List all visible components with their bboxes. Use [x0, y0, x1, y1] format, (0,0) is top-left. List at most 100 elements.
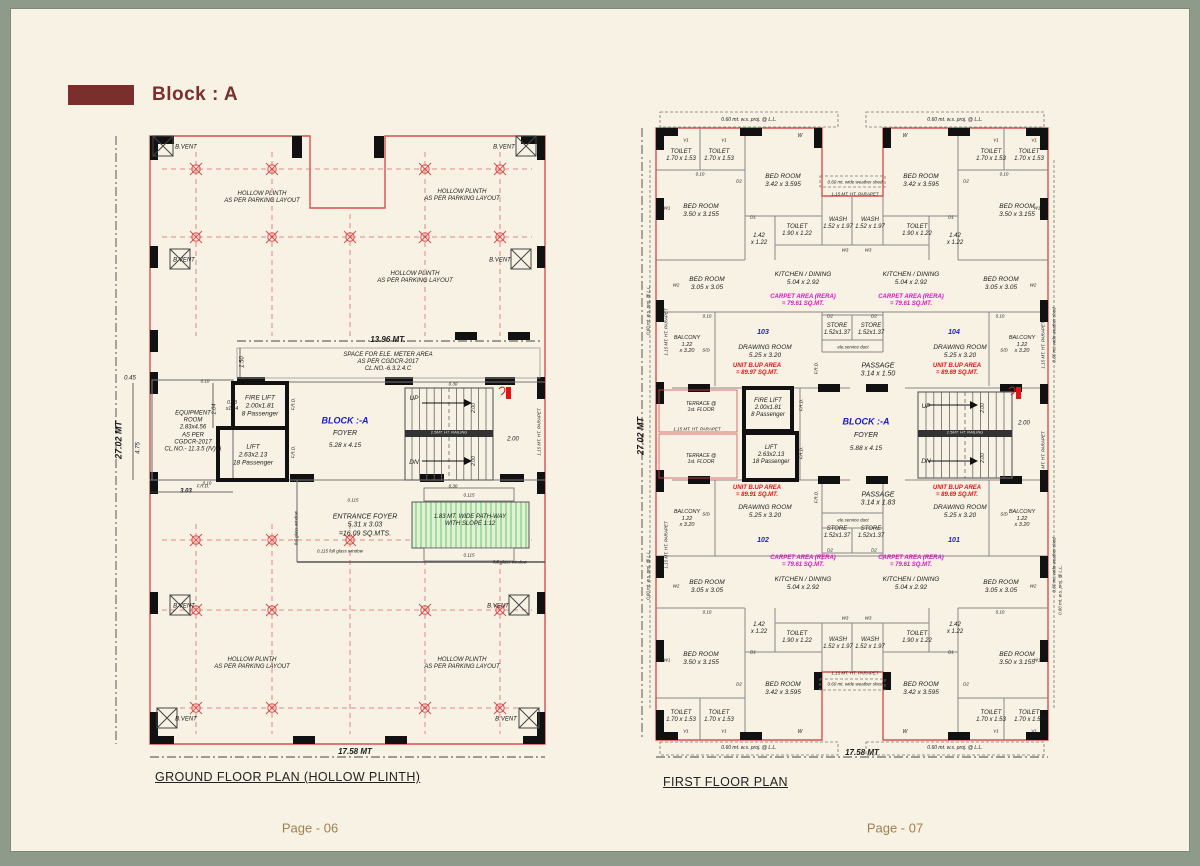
room-label-store: STORE 1.52x1.37	[823, 525, 851, 539]
window-tag: W1	[663, 657, 671, 663]
parapet-label: 1.15 MT. HT. PARAPET	[673, 426, 721, 432]
room-label-lobby: 1.42 x 1.22	[750, 232, 768, 246]
window-tag: V1	[993, 728, 999, 734]
slider-tag: S/D	[702, 511, 710, 517]
hollow-plinth-label: HOLLOW PLINTH AS PER PARKING LAYOUT	[224, 190, 300, 204]
frd-tag: F.R.D.	[798, 446, 804, 460]
room-label-bedroom: BED ROOM 3.05 x 3.05	[689, 579, 725, 594]
window-tag: W2	[672, 583, 680, 589]
dim-label: 0.115	[463, 552, 475, 558]
door-tag: D2	[827, 547, 833, 553]
room-label-drawing: DRAWING ROOM 5.25 x 3.20	[738, 504, 792, 519]
room-label-lobby: 1.42 x 1.22	[750, 621, 768, 635]
carpet-area-label: CARPET AREA (RERA) = 79.61 SQ.MT.	[878, 554, 944, 568]
dim-label: 2.00	[980, 403, 986, 413]
foyer-dim-label: 5.88 x 4.15	[849, 445, 883, 453]
hollow-plinth-label: HOLLOW PLINTH AS PER PARKING LAYOUT	[377, 270, 453, 284]
up-label: UP	[921, 403, 931, 411]
dim-label: 0.45	[124, 375, 136, 382]
room-label-toilet: TOILET 1.70 x 1.53	[976, 148, 1006, 162]
window-tag: W2	[672, 282, 680, 288]
dn-label: DN	[921, 458, 931, 466]
block-name-label: BLOCK :-A	[321, 415, 369, 426]
block-name-label: BLOCK :-A	[842, 416, 890, 427]
dim-label: 17.58 MT	[338, 747, 372, 757]
bvent-label: B.VENT	[175, 144, 197, 151]
room-label-wash: WASH 1.52 x 1.97	[823, 216, 853, 230]
dim-label: 27.02 MT	[635, 416, 646, 456]
room-label-wash: WASH 1.52 x 1.97	[855, 636, 885, 650]
room-label-kitchen: KITCHEN / DINING 5.04 x 2.92	[882, 271, 940, 286]
unit-bup-label: UNIT B.UP AREA = 89.97 SQ.MT.	[732, 362, 782, 376]
first-floor-title: FIRST FLOOR PLAN	[663, 775, 788, 789]
room-label-toilet: TOILET 1.70 x 1.53	[666, 709, 696, 723]
window-tag: W3	[864, 615, 872, 621]
bvent-label: B.VENT	[493, 144, 515, 151]
dim-label: 0.30	[448, 483, 458, 489]
hollow-plinth-label: HOLLOW PLINTH AS PER PARKING LAYOUT	[424, 188, 500, 202]
room-label-bedroom: BED ROOM 3.05 x 3.05	[983, 579, 1019, 594]
room-label-drawing: DRAWING ROOM 5.25 x 3.20	[738, 344, 792, 359]
dim-label: 13.96 MT.	[370, 335, 406, 345]
dim-label: 3.03	[180, 488, 192, 495]
railing-label: 1.5MT. HT. RAILING	[430, 429, 468, 435]
foyer-label: FOYER	[332, 429, 358, 437]
proj-label: 0.60 mt. w.s. proj. @ L.L.	[927, 745, 983, 751]
room-label-toilet: TOILET 1.90 x 1.22	[782, 630, 812, 644]
room-label-balcony: BALCONY 1.22 x 3.20	[673, 509, 701, 529]
room-label-wash: WASH 1.52 x 1.97	[855, 216, 885, 230]
door-tag: D2	[963, 178, 969, 184]
frd-tag: F.R.D.	[813, 361, 819, 375]
frd-tag: F.R.D.	[813, 490, 819, 504]
shed-label: 0.60 mt. wide weather shed	[1051, 307, 1057, 363]
window-tag: W	[797, 133, 803, 139]
window-tag: V1	[683, 137, 689, 143]
room-label-equipment: EQUIPMENT ROOM 2.83x4.56 AS PER CGDCR-20…	[164, 410, 222, 453]
proj-label: 0.60 mt. w.s. proj. @ L.L.	[721, 117, 777, 123]
room-label-toilet: TOILET 1.90 x 1.22	[902, 223, 932, 237]
window-tag: W	[797, 729, 803, 735]
page-title: Block : A	[152, 84, 239, 105]
carpet-area-label: CARPET AREA (RERA) = 79.61 SQ.MT.	[770, 554, 836, 568]
room-label-lobby: 1.42 x 1.22	[946, 232, 964, 246]
room-label-toilet: TOILET 1.70 x 1.53	[666, 148, 696, 162]
bvent-label: B.VENT	[487, 603, 509, 610]
room-label-toilet: TOILET 1.70 x 1.53	[1014, 148, 1044, 162]
parapet-label: 1.15 MT. HT. PARAPET	[831, 670, 879, 676]
foyer-label: FOYER	[853, 431, 879, 439]
proj-label: 0.60 mt. w.s. proj. @ L.L.	[927, 117, 983, 123]
window-tag: W1	[1033, 205, 1041, 211]
room-label-lobby: 1.42 x 1.22	[946, 621, 964, 635]
dim-label: 2.00	[471, 456, 477, 466]
door-tag: D1	[948, 214, 954, 220]
window-tag: W1	[663, 205, 671, 211]
carpet-area-label: CARPET AREA (RERA) = 79.61 SQ.MT.	[878, 293, 944, 307]
frd-tag: F.R.D.	[290, 445, 296, 459]
room-label-balcony: BALCONY 1.22 x 3.20	[1008, 509, 1036, 529]
unit-number: 103	[757, 328, 769, 336]
dim-label: 0.30	[448, 381, 458, 387]
terrace-label: TERRACE @ 1st. FLOOR	[685, 401, 717, 413]
frd-tag: F.R.D.	[798, 398, 804, 412]
room-label-toilet: TOILET 1.70 x 1.53	[704, 148, 734, 162]
door-tag: D2	[871, 313, 877, 319]
room-label-kitchen: KITCHEN / DINING 5.04 x 2.92	[774, 271, 832, 286]
proj-label: 0.60 mt. w.s. proj. @ L.L.	[1057, 565, 1063, 615]
dim-label: 0.10	[999, 171, 1009, 177]
room-label-bedroom: BED ROOM 3.42 x 3.595	[903, 173, 939, 188]
bvent-label: B.VENT	[175, 716, 197, 723]
proj-label: 0.60 mt. w.s. proj. @ L.L.	[645, 285, 651, 335]
door-tag: D1	[750, 649, 756, 655]
door-tag: D2	[827, 313, 833, 319]
dim-label: 27.02 MT	[113, 420, 124, 460]
room-label-balcony: BALCONY 1.22 x 3.20	[673, 335, 701, 355]
room-label-kitchen: KITCHEN / DINING 5.04 x 2.92	[882, 576, 940, 591]
room-label-kitchen: KITCHEN / DINING 5.04 x 2.92	[774, 576, 832, 591]
shed-label: 0.60 mt. wide weather shed	[827, 681, 883, 687]
dim-label: 0.10	[995, 609, 1005, 615]
window-tag: V1	[721, 137, 727, 143]
room-label-toilet: TOILET 1.70 x 1.53	[1014, 709, 1044, 723]
window-tag: V1	[721, 728, 727, 734]
carpet-area-label: CARPET AREA (RERA) = 79.61 SQ.MT.	[770, 293, 836, 307]
